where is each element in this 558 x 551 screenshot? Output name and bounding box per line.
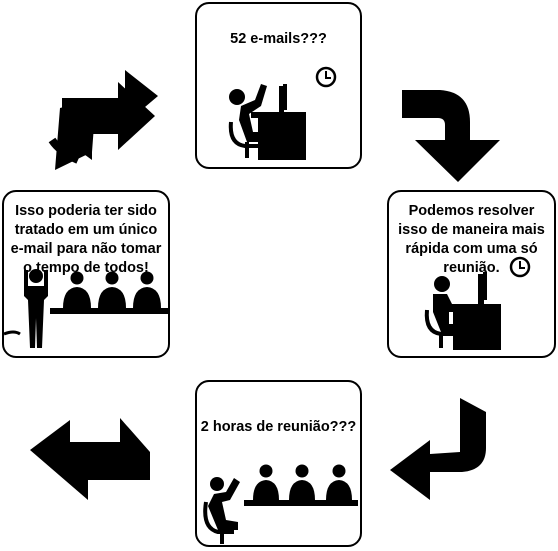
person-at-desk-icon <box>424 272 501 350</box>
arrow-top-left-main <box>55 70 158 170</box>
person-at-desk-icon <box>228 84 306 160</box>
meeting-people-icon <box>203 464 358 544</box>
presenter-icon <box>3 269 48 348</box>
arrow-bottom-left <box>30 418 150 500</box>
arrow-bottom-right <box>390 398 486 500</box>
meeting-people-icon <box>50 271 170 314</box>
caption-could-be-email: Isso poderia ter sido tratado em um únic… <box>10 203 162 276</box>
clock-icon <box>315 66 337 88</box>
caption-long-meeting: 2 horas de reunião??? <box>200 419 357 435</box>
caption-email-overload: 52 e-mails??? <box>230 31 327 47</box>
card-meeting-proposal: Podemos resolver isso de maneira mais rá… <box>387 190 556 358</box>
clock-icon <box>509 256 531 278</box>
arrow-top-right <box>402 90 500 182</box>
